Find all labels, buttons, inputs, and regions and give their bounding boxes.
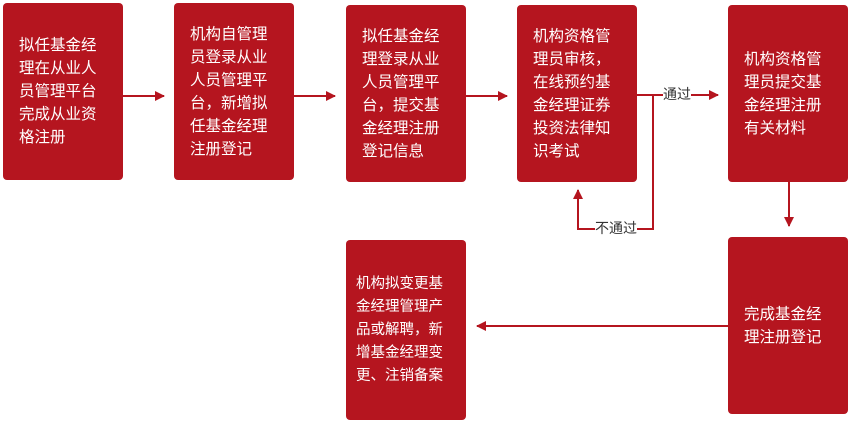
step-text-line: 投资法律知 [533, 118, 611, 137]
step-text-line: 任基金经理 [190, 116, 268, 135]
step-text-line: 理员提交基 [744, 72, 822, 91]
step-text-line: 识考试 [533, 141, 580, 160]
step-text-line: 理员审核， [533, 49, 611, 68]
step-text-line: 品或解聘，新 [356, 321, 443, 338]
fail-label: 不通过 [595, 221, 637, 237]
step-text-line: 台，提交基 [362, 95, 440, 114]
step-text-line: 金经理管理产 [356, 298, 443, 315]
step-text-line: 机构资格管 [533, 26, 611, 45]
step-text-line: 金经理注册 [744, 95, 822, 114]
step-text-line: 金经理证券 [533, 95, 611, 114]
step-text-line: 登记信息 [362, 141, 425, 160]
step-text-line: 在线预约基 [533, 72, 611, 91]
step-7-box: 机构拟变更基金经理管理产品或解聘，新增基金经理变更、注销备案 [346, 240, 466, 420]
step-text-line: 机构资格管 [744, 49, 822, 68]
step-1-box: 拟任基金经理在从业人员管理平台完成从业资格注册 [3, 3, 123, 180]
step-text-line: 人员管理平 [362, 72, 440, 91]
step-text-line: 理注册登记 [744, 327, 822, 346]
step-5-box: 机构资格管理员提交基金经理注册有关材料 [728, 5, 848, 182]
step-text-line: 员登录从业 [190, 47, 268, 66]
step-text-line: 员管理平台 [19, 82, 97, 100]
step-text-line: 拟任基金经 [19, 36, 97, 54]
step-text-line: 机构拟变更基 [356, 275, 443, 292]
step-text-line: 有关材料 [744, 118, 807, 137]
step-text-line: 理在从业人 [19, 59, 97, 77]
step-text-line: 金经理注册 [362, 118, 440, 137]
step-text-line: 完成从业资 [19, 105, 97, 123]
step-4-box: 机构资格管理员审核， 在线预约基金经理证券投资法律知识考试 [517, 5, 637, 182]
step-6-box: 完成基金经理注册登记 [728, 237, 848, 414]
step-text-line: 增基金经理变 [356, 344, 443, 361]
pass-label: 通过 [663, 87, 691, 103]
step-text-line: 理登录从业 [362, 49, 440, 68]
step-text-line: 台，新增拟 [190, 93, 268, 112]
step-2-box: 机构自管理员登录从业人员管理平台，新增拟任基金经理注册登记 [174, 3, 294, 180]
step-text-line: 更、注销备案 [356, 367, 443, 384]
step-text-line: 机构自管理 [190, 24, 268, 43]
step-text-line: 拟任基金经 [362, 26, 440, 45]
step-text-line: 格注册 [19, 128, 66, 146]
step-text-line: 完成基金经 [744, 304, 822, 323]
step-3-box: 拟任基金经理登录从业人员管理平台，提交基金经理注册登记信息 [346, 5, 466, 182]
step-text-line: 注册登记 [190, 139, 253, 158]
step-text-line: 人员管理平 [190, 70, 268, 89]
